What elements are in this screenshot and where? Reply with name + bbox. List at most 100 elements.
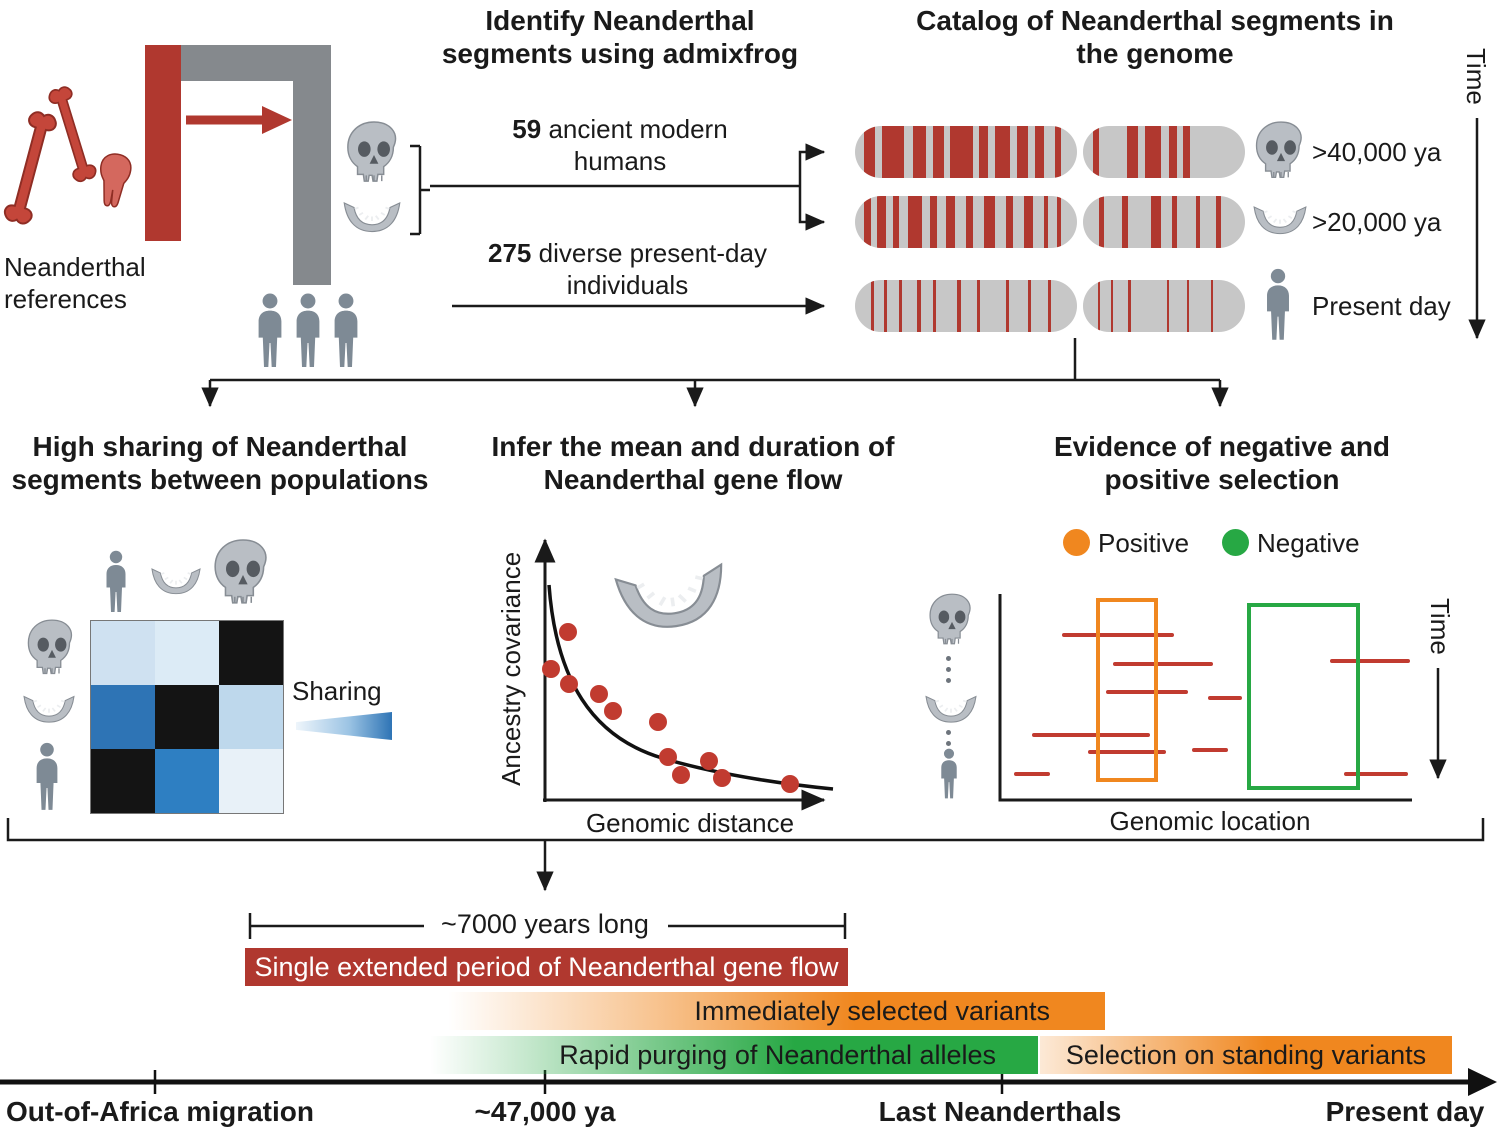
neanderthal-references-label: Neanderthal references	[4, 252, 146, 314]
neanderthal-segment	[1005, 280, 1010, 332]
bottom-time-axis	[0, 1068, 1497, 1096]
human-icon	[328, 292, 364, 370]
neanderthal-segment	[1028, 280, 1031, 332]
chromosome	[855, 196, 1077, 248]
present-day-text: diverse present-day individuals	[538, 238, 767, 300]
neanderthal-segment	[1128, 280, 1131, 332]
negative-legend-label: Negative	[1257, 528, 1360, 558]
present-day-humans-icon	[252, 292, 372, 372]
neanderthal-segment	[892, 196, 900, 248]
modern-lineage-bar-vertical	[293, 45, 331, 285]
neanderthal-segment	[994, 126, 1011, 178]
neanderthal-segment	[883, 280, 887, 332]
skull-icon	[343, 120, 405, 188]
neanderthal-segment	[1186, 280, 1189, 332]
chromosome	[1083, 196, 1245, 248]
neanderthal-segment	[1110, 280, 1113, 332]
neanderthal-segment	[1023, 196, 1033, 248]
skull-icon	[926, 592, 978, 650]
neanderthal-segment	[1196, 196, 1200, 248]
neanderthal-segment	[912, 126, 927, 178]
skull-icon	[1252, 120, 1310, 184]
neanderthal-segment	[979, 126, 989, 178]
ancient-humans-label: 59 ancient modern humans	[470, 114, 770, 177]
tooth-icon	[90, 148, 138, 215]
neanderthal-segment	[1168, 126, 1177, 178]
duration-label: ~7000 years long	[441, 909, 649, 939]
heatmap-cell	[219, 749, 283, 813]
heatmap-cell	[91, 621, 155, 685]
negative-legend-dot	[1222, 529, 1249, 556]
neanderthal-segment	[932, 280, 936, 332]
neanderthal-segment	[1144, 126, 1161, 178]
neanderthal-segment	[1126, 126, 1139, 178]
positive-selection-rect	[1096, 598, 1158, 782]
jaw-icon	[150, 566, 202, 598]
sharing-panel-title: High sharing of Neanderthal segments bet…	[11, 431, 429, 496]
neanderthal-segment	[946, 196, 955, 248]
human-icon	[1260, 268, 1296, 342]
scatter-xlabel: Genomic distance	[585, 808, 795, 838]
neanderthal-segment	[1210, 280, 1213, 332]
neanderthal-segment	[1172, 196, 1177, 248]
geneflow-period-bar: Single extended period of Neanderthal ge…	[245, 948, 848, 986]
heatmap-cell	[219, 621, 283, 685]
human-icon	[290, 292, 326, 370]
selection-xlabel: Genomic location	[1109, 806, 1311, 836]
heatmap-cell	[91, 749, 155, 813]
chromosome	[1083, 280, 1245, 332]
scatter-ylabel: Ancestry covariance	[496, 551, 527, 786]
admixture-arrow	[186, 106, 292, 134]
neanderthal-segment	[1017, 126, 1029, 178]
age-label-20k: >20,000 ya	[1312, 207, 1442, 237]
jaw-icon	[610, 550, 736, 650]
immediate-selection-bar: Immediately selected variants	[448, 992, 1105, 1030]
human-icon	[30, 742, 64, 812]
axis-label-present-day: Present day	[1325, 1096, 1485, 1127]
neanderthal-segment	[977, 280, 981, 332]
axis-label-last-neanderthals: Last Neanderthals	[878, 1096, 1122, 1127]
neanderthal-segment	[1215, 196, 1221, 248]
chromosome-row-present	[855, 280, 1247, 332]
neanderthal-segment	[966, 196, 973, 248]
ancient-humans-text: ancient modern humans	[548, 114, 728, 176]
axis-label-out-of-africa: Out-of-Africa migration	[6, 1096, 314, 1127]
positive-legend-dot	[1063, 529, 1090, 556]
negative-selection-rect	[1247, 603, 1360, 790]
neanderthal-segment	[1151, 196, 1161, 248]
age-label-present: Present day	[1312, 291, 1451, 321]
neanderthal-segment	[983, 196, 995, 248]
sharing-heatmap	[90, 620, 284, 814]
chromosome	[855, 126, 1077, 178]
heatmap-cell	[219, 685, 283, 749]
sharing-legend-label: Sharing	[292, 676, 382, 706]
time-axis-top-label: Time	[1461, 48, 1491, 105]
neanderthal-segment	[870, 280, 874, 332]
purging-bar: Rapid purging of Neanderthal alleles	[430, 1036, 1038, 1074]
ancient-humans-count: 59	[512, 114, 542, 144]
selection-axes	[998, 594, 1412, 802]
chromosome	[1083, 126, 1245, 178]
neanderthal-lineage-bar	[145, 45, 181, 241]
neanderthal-segment	[899, 280, 903, 332]
neanderthal-segment	[1005, 196, 1013, 248]
standing-variants-bar: Selection on standing variants	[1040, 1036, 1452, 1074]
catalog-title: Catalog of Neanderthal segments in the g…	[916, 5, 1394, 70]
neanderthal-segment	[1048, 280, 1051, 332]
neanderthal-segment	[881, 126, 904, 178]
neanderthal-segment	[950, 126, 973, 178]
neanderthal-segment	[1043, 196, 1049, 248]
neanderthal-segment	[1097, 280, 1101, 332]
heatmap-cell	[155, 621, 219, 685]
neanderthal-segment	[863, 196, 871, 248]
neanderthal-segment	[957, 280, 962, 332]
ancient-samples-bracket	[410, 143, 826, 236]
neanderthal-segment	[908, 196, 922, 248]
summary-bracket	[6, 818, 1485, 892]
neanderthal-segment	[917, 280, 922, 332]
neanderthal-segment	[1057, 196, 1062, 248]
ellipsis-dots	[946, 656, 951, 683]
neanderthal-segment	[877, 196, 887, 248]
heatmap-cell	[91, 685, 155, 749]
